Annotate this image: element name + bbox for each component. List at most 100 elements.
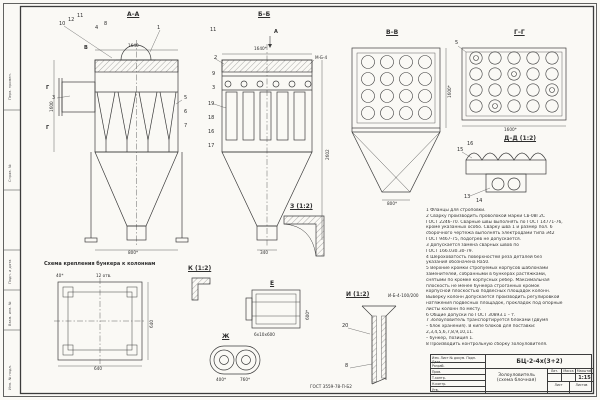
detail-zh-title: Ж [222,333,230,340]
note-line: ГОСТ 166.030.30-79. [426,248,473,254]
note-line: 2 Сварку производить проволокой марки Св… [426,213,545,219]
tb-sheets-label: Листов [569,381,593,393]
tb-lit-value [547,373,561,381]
margin-label-podp: Подп. и дата [8,259,12,284]
callout: 19 [208,101,215,107]
title-block: Изм. Лист № докум. Подп. Дата Разраб. Пр… [430,354,593,393]
callout: 5 [184,95,188,101]
dim-scheme-2: 640 [149,320,154,328]
view-aa-title: А–А [127,11,140,18]
tb-lit-label: Лит. [547,368,561,373]
detail-e-title: Е [270,280,275,287]
tb-mass-value [561,373,575,381]
callout: 16 [467,141,474,147]
scheme-title: Схема крепления бункера к колоннам [44,261,156,267]
note-line: 6 Общие допуски по ГОСТ 30893.1 – т. [426,312,516,318]
margin-label-perv: Перв. примен. [8,73,12,100]
gost-reference: ГОСТ 3559-78-П-Б2 [310,384,352,389]
note-line: сборочного чертежа выполнять электродами… [426,231,555,237]
callout: 3 [212,85,216,91]
detail-dd-drawing [461,151,547,197]
callout: 15 [457,147,464,153]
tb-header-row: Изм. Лист № докум. Подп. Дата [432,356,476,364]
dim-vv-bottom: 800* [387,201,398,206]
detail-i-title: И (1:2) [346,291,370,298]
callout: 16 [208,129,215,135]
callout: 6 [184,109,188,115]
callout: 5 [455,40,459,46]
tb-name: Золоуловитель (схема блочная) [485,368,547,393]
note-line: кроме указанных особо. Сварку шва 1 и ра… [426,225,553,231]
note-line: листы колонн по месту. [426,306,482,312]
tb-row-nkontr: Н.контр. [431,380,485,386]
technical-notes: 1 Фланцы для строповки.2 Сварку производ… [426,208,594,348]
note-line: указания обозначена Ra50. [426,260,490,266]
view-vv-title: В–В [386,29,399,36]
note-line: ГОСТ 9467-75, подогрев не допускается. [426,237,522,243]
note-line: 5 Верхние кромки стропуемых корпусов шаб… [426,266,549,272]
section-marker-g: Г [46,85,50,91]
detail-dd-title: Д–Д (1:2) [504,135,537,142]
tb-mass-label: Масса [561,368,575,373]
note-line: 4 Шероховатость поверхностей реза детале… [426,254,542,260]
callout: 7 [184,123,188,129]
view-bb-drawing [213,36,323,251]
callout: 17 [208,143,215,149]
callout: 2 [214,55,218,61]
scheme-drawing [54,278,149,367]
dim-bb-top: 1640* [254,46,267,51]
view-gg-title: Г–Г [514,29,525,36]
section-marker-v: В [84,45,88,51]
dim-vv-right: 1600* [447,85,452,98]
callout: 1 [157,25,161,31]
callout: 4 [95,25,99,31]
tb-scale-value: 1:15 [575,373,593,381]
callout: 11 [77,13,84,19]
note-line: Выверку колонн допускается производить р… [426,295,560,301]
callout: 8 [104,21,108,27]
dim-e-1: 6х10х600 [254,332,275,337]
note-line: снятыми по кромке корпусных рёбер. Макси… [426,277,550,283]
callout: 13 [464,194,471,200]
tb-row-utv: Утв. [431,386,485,393]
callout: 10 [59,21,66,27]
detail-z-title: З (1:2) [290,203,313,210]
dim-aa-top: 1640 [128,43,139,48]
tb-document-code: БЦ-2-4х(3+2) [485,355,593,368]
note-line: плоскость не менее бункера строганных кр… [426,283,540,289]
dim-scheme-1: 40* [56,273,64,278]
section-marker-g: Г [46,125,50,131]
dim-bb-right: 2602 [325,149,330,160]
note-line: 3 Допускается замена сварных швов по [426,242,519,248]
detail-i-drawing [347,305,397,385]
callout: 3 [52,95,56,101]
dim-bb-bottom: 340 [260,250,268,255]
dim-aa-bottom: 800* [128,250,139,255]
note-line: корпусной плоскостью подвесных площадок … [426,289,551,295]
callout: 11 [210,27,217,33]
dim-gg-bottom: 1600* [504,127,517,132]
callout: 18 [208,115,215,121]
tb-name-line1: Золоуловитель [498,373,535,378]
sheet-frame [3,3,597,397]
view-gg-drawing [457,45,567,127]
callout: 14 [476,198,483,204]
note-line: 2,3,4,5,6,7,8,9,10,11. [426,330,474,336]
detail-k-title: К (1:2) [188,265,212,272]
weld-tag: И-Б-4-100/200 [388,293,419,298]
view-aa-drawing [53,25,189,251]
callout: 8 [345,363,349,369]
callout: 9 [212,71,216,77]
margin-label-sprav: Справ. № [8,164,12,182]
margin-label-inv: Инв. № подл. [8,365,12,390]
margin-label-vzam: Взам. инв. № [8,301,12,326]
note-line: заменителей, собранными в бункерах растя… [426,271,547,277]
section-marker-a: А [274,29,278,35]
detail-zh-drawing [209,345,261,375]
note-line: натяжения подвесных площадок, прокладок … [426,301,563,306]
detail-e-drawing [245,289,301,329]
note-line: – блок хранения). В кипе блоков для пост… [426,324,536,330]
tb-row-tkontr: Т.контр. [431,374,485,380]
